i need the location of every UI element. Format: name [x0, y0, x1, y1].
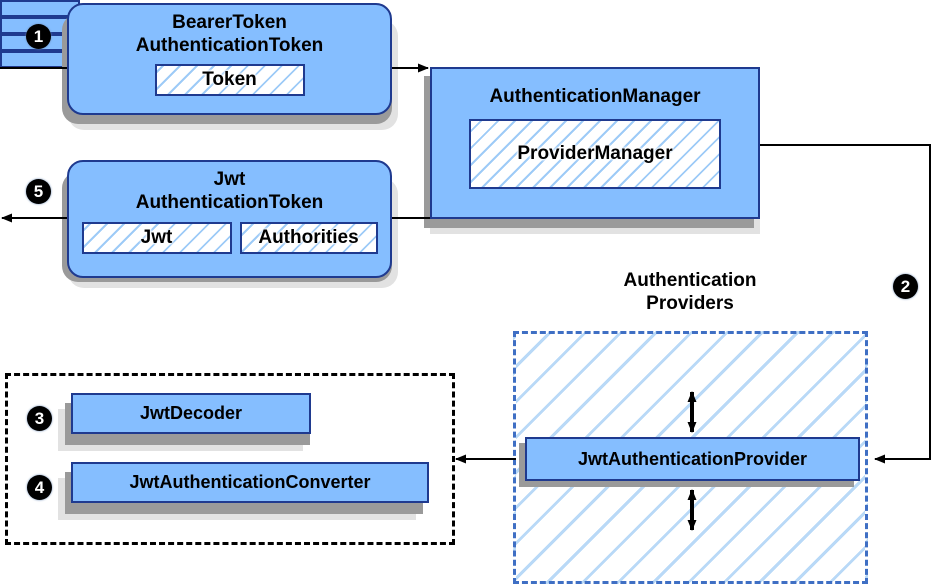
bearer-token-inner-token-label: Token: [202, 69, 257, 90]
wire-manager-to-provider: [760, 144, 931, 464]
badge-step-3: 3: [27, 406, 52, 431]
jwt-authentication-provider-label: JwtAuthenticationProvider: [577, 448, 808, 469]
bearer-token-box[interactable]: BearerToken AuthenticationToken Token: [67, 3, 392, 115]
jwt-token-title-line1: Jwt: [213, 169, 246, 190]
bearer-token-inner-token[interactable]: Token: [154, 64, 305, 96]
badge-step-1-label: 1: [33, 27, 44, 46]
jwt-token-inner-authorities[interactable]: Authorities: [239, 222, 378, 254]
jwt-authentication-provider[interactable]: JwtAuthenticationProvider: [525, 437, 860, 481]
bearer-token-title-line1: BearerToken: [172, 12, 287, 33]
badge-step-2-label: 2: [900, 277, 911, 296]
badge-step-4: 4: [27, 475, 52, 500]
authentication-providers-caption-line1: Authentication: [623, 270, 757, 291]
jwt-token-inner-jwt[interactable]: Jwt: [81, 222, 232, 254]
badge-step-1: 1: [26, 24, 51, 49]
badge-step-2: 2: [893, 274, 918, 299]
authentication-providers-caption: Authentication Providers: [545, 269, 835, 315]
authentication-manager[interactable]: AuthenticationManager ProviderManager: [430, 67, 760, 219]
jwt-token-title-line2: AuthenticationToken: [135, 192, 324, 213]
jwt-decoder-label: JwtDecoder: [139, 403, 243, 423]
jwt-authentication-converter[interactable]: JwtAuthenticationConverter: [71, 462, 429, 503]
provider-manager-label: ProviderManager: [517, 143, 673, 164]
jwt-decoder[interactable]: JwtDecoder: [71, 393, 311, 434]
jwt-token-inner-jwt-label: Jwt: [140, 227, 173, 248]
jwt-token-inner-authorities-label: Authorities: [258, 227, 359, 248]
authentication-manager-title: AuthenticationManager: [489, 86, 701, 107]
bearer-token-title-line2: AuthenticationToken: [135, 35, 324, 56]
badge-step-3-label: 3: [34, 409, 45, 428]
jwt-token-box[interactable]: Jwt AuthenticationToken Jwt Authorities: [67, 160, 392, 278]
badge-step-4-label: 4: [34, 478, 45, 497]
authentication-manager-inner-provider-manager[interactable]: ProviderManager: [469, 119, 721, 189]
authentication-providers-caption-line2: Providers: [646, 293, 734, 314]
badge-step-5-label: 5: [33, 182, 44, 201]
jwt-support-group: [5, 373, 455, 545]
jwt-authentication-converter-label: JwtAuthenticationConverter: [129, 472, 371, 492]
badge-step-5: 5: [26, 179, 51, 204]
